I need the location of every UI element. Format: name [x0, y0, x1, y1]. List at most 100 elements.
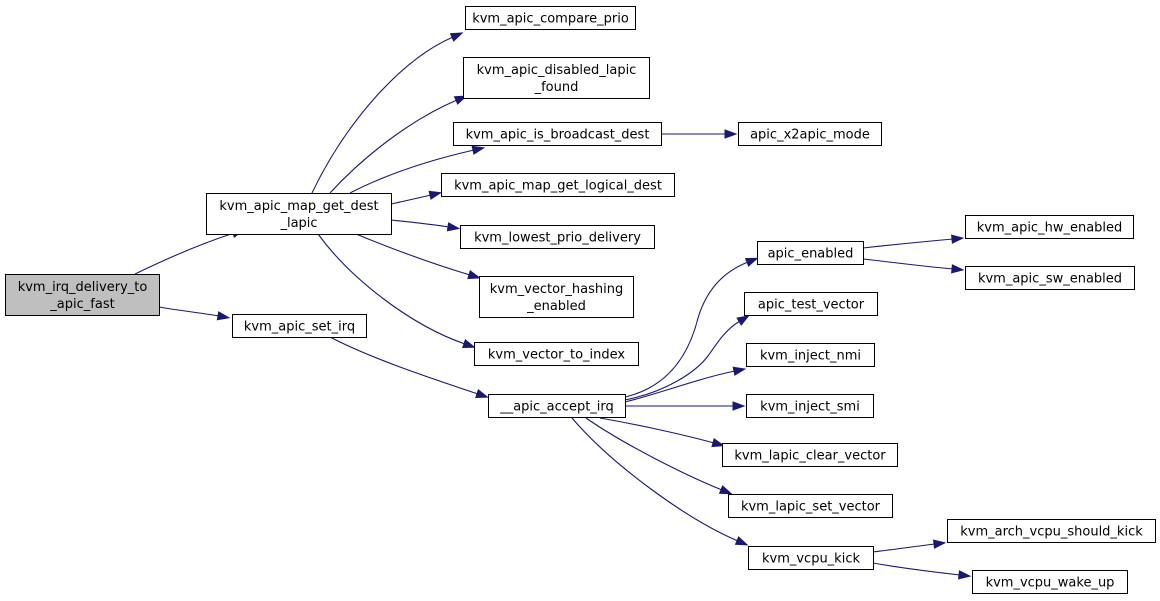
node-box[interactable] [479, 276, 634, 318]
node-label: kvm_lapic_set_vector [741, 500, 881, 515]
edge-map_get_dest-to-compare_prio [311, 32, 464, 194]
node-map-get-dest[interactable]: kvm_apic_map_get_dest_lapic [206, 193, 392, 235]
edge-line [390, 194, 432, 205]
arrowhead-icon [467, 270, 481, 280]
node-test-vector[interactable]: apic_test_vector [744, 292, 878, 316]
node-apic-enabled[interactable]: apic_enabled [757, 241, 864, 265]
node-label: kvm_apic_is_broadcast_dest [466, 128, 650, 143]
edge-line [624, 261, 749, 398]
node-clear-vector[interactable]: kvm_lapic_clear_vector [722, 443, 898, 467]
node-wake-up[interactable]: kvm_vcpu_wake_up [972, 570, 1128, 594]
node-set-irq[interactable]: kvm_apic_set_irq [232, 314, 367, 338]
arrowhead-icon [475, 389, 489, 398]
node-box[interactable] [465, 6, 636, 30]
edge-line [624, 370, 736, 403]
node-label: kvm_inject_nmi [760, 349, 861, 364]
node-x2apic-mode[interactable]: apic_x2apic_mode [738, 122, 882, 146]
node-vector-to-index[interactable]: kvm_vector_to_index [474, 342, 639, 366]
edge-line [599, 417, 715, 444]
edge-apic_enabled-to-hw_enabled [862, 234, 965, 249]
edge-line [862, 238, 954, 249]
node-label: kvm_lapic_clear_vector [734, 449, 886, 464]
node-box[interactable] [232, 314, 367, 338]
arrowhead-icon [951, 264, 965, 274]
node-label: _found [534, 80, 579, 95]
node-label: _enabled [526, 299, 586, 314]
edge-line [390, 219, 450, 228]
node-box[interactable] [453, 122, 662, 146]
node-box[interactable] [947, 519, 1156, 543]
node-accept-irq[interactable]: __apic_accept_irq [488, 394, 626, 418]
node-get-logical[interactable]: kvm_apic_map_get_logical_dest [441, 173, 675, 197]
node-inject-nmi[interactable]: kvm_inject_nmi [746, 343, 875, 367]
node-box[interactable] [441, 173, 675, 197]
edge-apic_enabled-to-sw_enabled [862, 258, 965, 274]
arrowhead-icon [932, 539, 947, 549]
node-box[interactable] [474, 342, 639, 366]
node-label: kvm_inject_smi [760, 400, 860, 415]
node-compare-prio[interactable]: kvm_apic_compare_prio [465, 6, 636, 30]
arrowhead-icon [957, 570, 972, 580]
node-label: kvm_apic_hw_enabled [977, 221, 1123, 236]
node-box[interactable] [728, 494, 893, 518]
node-hw-enabled[interactable]: kvm_apic_hw_enabled [965, 215, 1134, 239]
node-label: kvm_apic_compare_prio [472, 12, 629, 27]
edge-accept_irq-to-set_vector [585, 417, 733, 495]
node-box[interactable] [746, 394, 874, 418]
edge-set_irq-to-accept_irq [329, 336, 489, 398]
arrowhead-icon [732, 366, 747, 376]
edge-accept_irq-to-test_vector [624, 315, 750, 401]
node-label: apic_test_vector [758, 298, 865, 313]
node-inject-smi[interactable]: kvm_inject_smi [746, 394, 874, 418]
edge-line [872, 543, 936, 553]
arrowhead-icon [734, 536, 749, 546]
edge-line [158, 306, 220, 317]
node-box[interactable] [965, 266, 1135, 290]
node-box[interactable] [738, 122, 882, 146]
arrowhead-icon [732, 401, 746, 411]
edge-line [317, 233, 466, 345]
arrowhead-icon [718, 485, 733, 495]
edge-map_get_dest-to-get_logical [390, 190, 443, 205]
node-box[interactable] [757, 241, 864, 265]
node-box[interactable] [722, 443, 898, 467]
node-is-broadcast[interactable]: kvm_apic_is_broadcast_dest [453, 122, 662, 146]
node-box[interactable] [746, 343, 875, 367]
node-box[interactable] [488, 394, 626, 418]
node-box[interactable] [965, 215, 1134, 239]
arrowhead-icon [711, 438, 726, 448]
edge-line [872, 562, 961, 576]
node-label: kvm_apic_sw_enabled [978, 272, 1122, 287]
edge-accept_irq-to-vcpu_kick [571, 417, 749, 546]
node-label: kvm_vector_to_index [488, 348, 626, 363]
edge-line [311, 36, 454, 194]
node-vector-hashing[interactable]: kvm_vector_hashing_enabled [479, 276, 634, 318]
node-box[interactable] [460, 225, 655, 249]
edge-accept_irq-to-inject_smi [625, 401, 746, 411]
node-lowest-prio[interactable]: kvm_lowest_prio_delivery [460, 225, 655, 249]
node-box[interactable] [748, 546, 874, 570]
node-set-vector[interactable]: kvm_lapic_set_vector [728, 494, 893, 518]
node-box[interactable] [972, 570, 1128, 594]
arrowhead-icon [446, 222, 461, 232]
edge-line [349, 149, 475, 194]
node-label: kvm_irq_delivery_to [18, 280, 148, 295]
edge-accept_irq-to-clear_vector [599, 417, 726, 448]
node-box[interactable] [463, 57, 650, 99]
node-label: apic_enabled [768, 247, 854, 262]
node-box[interactable] [206, 193, 392, 235]
edge-is_broadcast-to-x2apic_mode [661, 129, 738, 139]
arrowhead-icon [471, 145, 486, 155]
node-disabled-lapic[interactable]: kvm_apic_disabled_lapic_found [463, 57, 650, 99]
node-vcpu-kick[interactable]: kvm_vcpu_kick [748, 546, 874, 570]
node-sw-enabled[interactable]: kvm_apic_sw_enabled [965, 266, 1135, 290]
edge-line [329, 99, 458, 194]
edge-map_get_dest-to-vector_hashing [355, 233, 481, 280]
node-box[interactable] [744, 292, 878, 316]
edge-map_get_dest-to-vector_to_index [317, 233, 476, 348]
node-box[interactable] [5, 274, 160, 316]
node-should-kick[interactable]: kvm_arch_vcpu_should_kick [947, 519, 1156, 543]
arrowhead-icon [951, 234, 965, 244]
node-root[interactable]: kvm_irq_delivery_to_apic_fast [5, 274, 160, 316]
